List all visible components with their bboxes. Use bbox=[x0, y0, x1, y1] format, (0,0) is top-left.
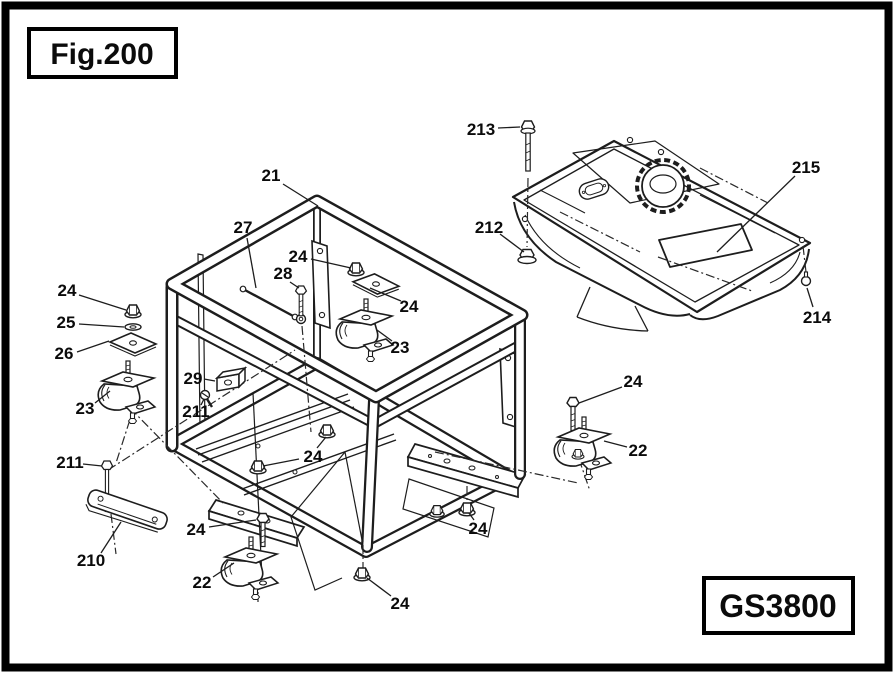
part-214-bolt bbox=[800, 271, 812, 287]
leader-line bbox=[262, 458, 300, 467]
part-25-washer bbox=[124, 323, 142, 331]
figure-label-box: Fig.200 bbox=[27, 27, 178, 79]
part-210-bracket bbox=[85, 489, 168, 533]
leader-line bbox=[282, 183, 319, 207]
callout-24: 24 bbox=[304, 447, 323, 466]
callout-210: 210 bbox=[77, 551, 105, 570]
fuel-tank-drawing bbox=[511, 136, 812, 332]
callout-22: 22 bbox=[629, 441, 648, 460]
frame-strap-left bbox=[311, 239, 331, 330]
callout-24: 24 bbox=[469, 519, 488, 538]
callout-24: 24 bbox=[400, 297, 419, 316]
leader-line bbox=[376, 329, 393, 342]
parts-layer bbox=[85, 120, 812, 601]
callout-27: 27 bbox=[234, 218, 253, 237]
leader-line bbox=[310, 258, 352, 269]
leader-line bbox=[497, 126, 521, 129]
callout-214: 214 bbox=[803, 308, 832, 327]
callouts-layer: 2127242824232132122152142425262329211211… bbox=[55, 120, 832, 613]
part-29-spacer bbox=[214, 366, 248, 392]
callout-28: 28 bbox=[274, 264, 293, 283]
callout-212: 212 bbox=[475, 218, 503, 237]
leader-line bbox=[289, 281, 300, 289]
skid-channel-right bbox=[406, 442, 527, 499]
callout-24: 24 bbox=[289, 247, 308, 266]
tank-decal bbox=[658, 223, 753, 268]
callout-23: 23 bbox=[76, 399, 95, 418]
part-27-rod bbox=[239, 285, 307, 325]
leader-line bbox=[78, 323, 125, 328]
leader-line bbox=[716, 175, 796, 253]
leader-line bbox=[369, 287, 402, 302]
leader-line bbox=[316, 436, 327, 449]
figure-label: Fig.200 bbox=[50, 38, 153, 71]
leader-line bbox=[203, 378, 216, 382]
leader-line bbox=[366, 577, 392, 597]
tank-emblem bbox=[578, 178, 610, 200]
callout-21: 21 bbox=[262, 166, 281, 185]
callout-24: 24 bbox=[624, 372, 643, 391]
part-211-screw-mid bbox=[199, 389, 214, 408]
callout-215: 215 bbox=[792, 158, 820, 177]
leader-line bbox=[208, 519, 257, 528]
leader-line bbox=[468, 512, 475, 521]
leader-line bbox=[603, 440, 628, 448]
callout-22: 22 bbox=[193, 573, 212, 592]
leader-line bbox=[82, 463, 103, 467]
callout-25: 25 bbox=[57, 313, 76, 332]
callout-211: 211 bbox=[56, 453, 83, 472]
callout-211: 211 bbox=[182, 402, 209, 421]
leader-line bbox=[806, 287, 814, 308]
callout-23: 23 bbox=[391, 338, 410, 357]
leader-line bbox=[94, 390, 111, 404]
model-label: GS3800 bbox=[719, 588, 836, 624]
frame-drawing bbox=[165, 194, 529, 591]
callout-26: 26 bbox=[55, 344, 74, 363]
callout-24: 24 bbox=[58, 281, 77, 300]
model-label-box: GS3800 bbox=[702, 576, 855, 635]
leader-line bbox=[100, 521, 122, 554]
leader-line bbox=[499, 233, 525, 253]
leader-line bbox=[246, 237, 257, 289]
callout-29: 29 bbox=[184, 369, 203, 388]
leader-line bbox=[76, 340, 110, 353]
leader-line bbox=[578, 386, 623, 404]
leader-line bbox=[200, 398, 205, 406]
callout-24: 24 bbox=[391, 594, 410, 613]
leader-line bbox=[78, 294, 127, 311]
callout-24: 24 bbox=[187, 520, 206, 539]
callout-213: 213 bbox=[467, 120, 495, 139]
leader-line bbox=[212, 562, 235, 578]
fuel-cap-drawing bbox=[635, 158, 691, 214]
